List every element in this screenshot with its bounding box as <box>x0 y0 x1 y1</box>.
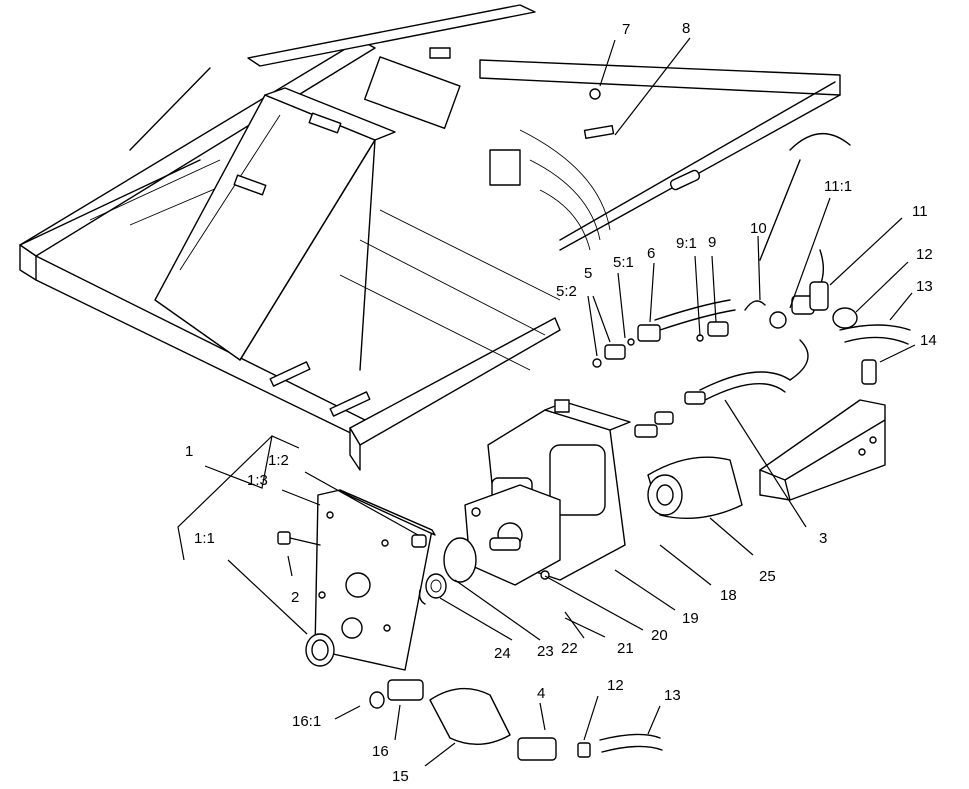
label-5: 5 <box>584 265 592 282</box>
label-23: 23 <box>537 643 554 660</box>
label-24: 24 <box>494 645 511 662</box>
label-18: 18 <box>720 587 737 604</box>
label-12-lower: 12 <box>607 677 624 694</box>
hydrostatic-pump <box>464 399 674 586</box>
label-4: 4 <box>537 685 545 702</box>
label-12-upper: 12 <box>916 246 933 263</box>
label-15: 15 <box>392 768 409 785</box>
callout-labels: 1 1:2 1:3 1:1 2 3 4 5 5:1 5:2 6 7 8 9 9:… <box>185 20 937 785</box>
label-5-2: 5:2 <box>556 283 577 300</box>
label-6: 6 <box>647 245 655 262</box>
label-13-lower: 13 <box>664 687 681 704</box>
label-1-2: 1:2 <box>268 452 289 469</box>
label-11: 11 <box>912 203 928 220</box>
leader-lines <box>177 37 916 767</box>
label-1-1: 1:1 <box>194 530 215 547</box>
label-21: 21 <box>617 640 634 657</box>
label-19: 19 <box>682 610 699 627</box>
label-11-1: 11:1 <box>824 178 852 195</box>
label-2: 2 <box>291 589 299 606</box>
label-1-3: 1:3 <box>247 472 268 489</box>
label-8: 8 <box>682 20 690 37</box>
label-9-1: 9:1 <box>676 235 697 252</box>
hose-assembly <box>599 249 911 753</box>
label-16: 16 <box>372 743 389 760</box>
label-5-1: 5:1 <box>613 254 634 271</box>
label-20: 20 <box>651 627 668 644</box>
pump-mount-bracket <box>759 399 886 501</box>
gear-and-rings <box>418 537 477 605</box>
label-14: 14 <box>920 332 937 349</box>
label-22: 22 <box>561 640 578 657</box>
label-9: 9 <box>708 234 716 251</box>
fittings-row <box>589 88 877 405</box>
label-1: 1 <box>185 443 193 460</box>
oil-filter <box>647 456 743 519</box>
adapter-plate <box>277 489 436 671</box>
label-3: 3 <box>819 530 827 547</box>
label-10: 10 <box>750 220 767 237</box>
label-25: 25 <box>759 568 776 585</box>
label-13-upper: 13 <box>916 278 933 295</box>
label-7: 7 <box>622 21 630 38</box>
label-16-1: 16:1 <box>292 713 321 730</box>
lower-filter-group <box>369 679 591 761</box>
